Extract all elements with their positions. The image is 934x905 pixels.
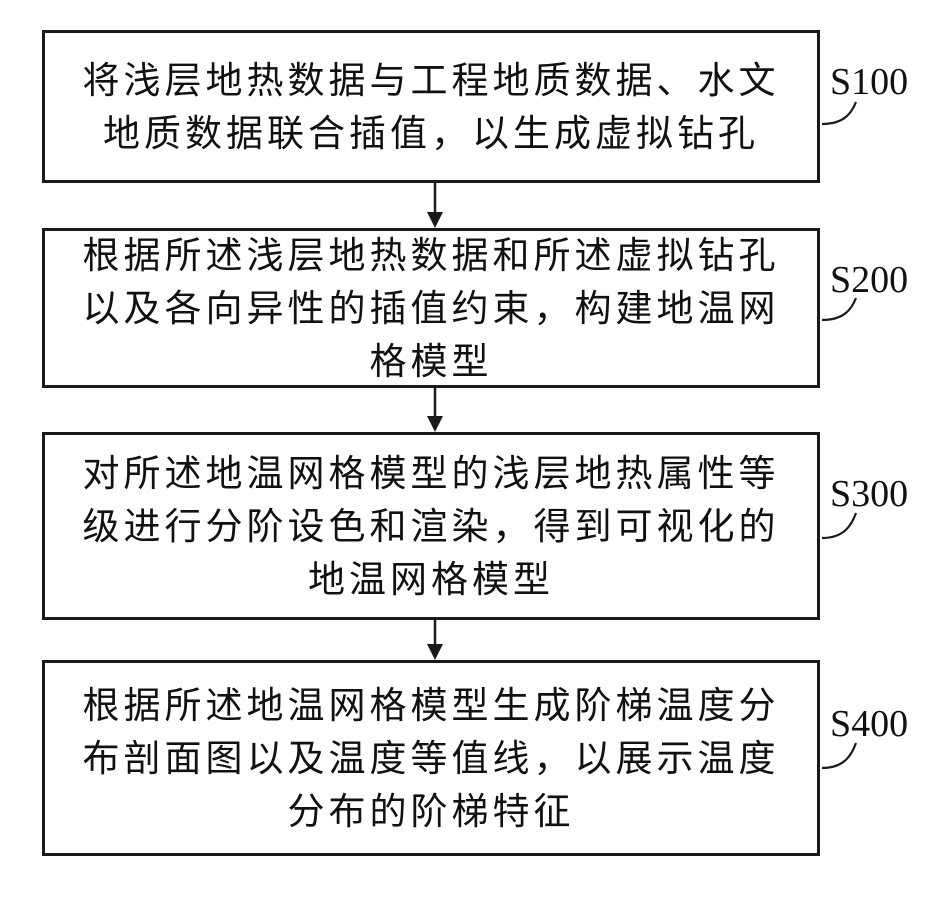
- step-line: 地温网格模型: [53, 553, 809, 606]
- leader-line-s400: [822, 743, 856, 768]
- step-line: 根据所述浅层地热数据和所述虚拟钻孔: [53, 229, 809, 282]
- step-text-s400: 根据所述地温网格模型生成阶梯温度分 布剖面图以及温度等值线，以展示温度 分布的阶…: [45, 679, 817, 838]
- step-line: 分布的阶梯特征: [53, 785, 809, 838]
- step-line: 将浅层地热数据与工程地质数据、水文: [53, 54, 809, 107]
- step-box-s200: 根据所述浅层地热数据和所述虚拟钻孔 以及各向异性的插值约束，构建地温网 格模型: [42, 228, 820, 388]
- step-line: 布剖面图以及温度等值线，以展示温度: [53, 732, 809, 785]
- step-line: 以及各向异性的插值约束，构建地温网: [53, 282, 809, 335]
- step-label-s400: S400: [830, 702, 908, 746]
- step-label-s200: S200: [830, 258, 908, 302]
- flow-arrow-s100-s200: [427, 183, 443, 228]
- flow-arrow-s300-s400: [427, 620, 443, 660]
- flow-arrow-s200-s300: [427, 388, 443, 432]
- leader-line-s300: [822, 513, 856, 538]
- step-line: 地质数据联合插值，以生成虚拟钻孔: [53, 107, 809, 160]
- step-label-s300: S300: [830, 472, 908, 516]
- step-text-s200: 根据所述浅层地热数据和所述虚拟钻孔 以及各向异性的插值约束，构建地温网 格模型: [45, 229, 817, 388]
- step-box-s300: 对所述地温网格模型的浅层地热属性等 级进行分阶设色和渲染，得到可视化的 地温网格…: [42, 432, 820, 620]
- step-label-s100: S100: [830, 60, 908, 104]
- step-line: 对所述地温网格模型的浅层地热属性等: [53, 447, 809, 500]
- step-line: 根据所述地温网格模型生成阶梯温度分: [53, 679, 809, 732]
- step-line: 级进行分阶设色和渲染，得到可视化的: [53, 500, 809, 553]
- step-text-s100: 将浅层地热数据与工程地质数据、水文 地质数据联合插值，以生成虚拟钻孔: [45, 54, 817, 160]
- step-box-s100: 将浅层地热数据与工程地质数据、水文 地质数据联合插值，以生成虚拟钻孔: [42, 30, 820, 183]
- step-box-s400: 根据所述地温网格模型生成阶梯温度分 布剖面图以及温度等值线，以展示温度 分布的阶…: [42, 660, 820, 856]
- leader-line-s100: [822, 102, 856, 124]
- step-line: 格模型: [53, 335, 809, 388]
- step-text-s300: 对所述地温网格模型的浅层地热属性等 级进行分阶设色和渲染，得到可视化的 地温网格…: [45, 447, 817, 606]
